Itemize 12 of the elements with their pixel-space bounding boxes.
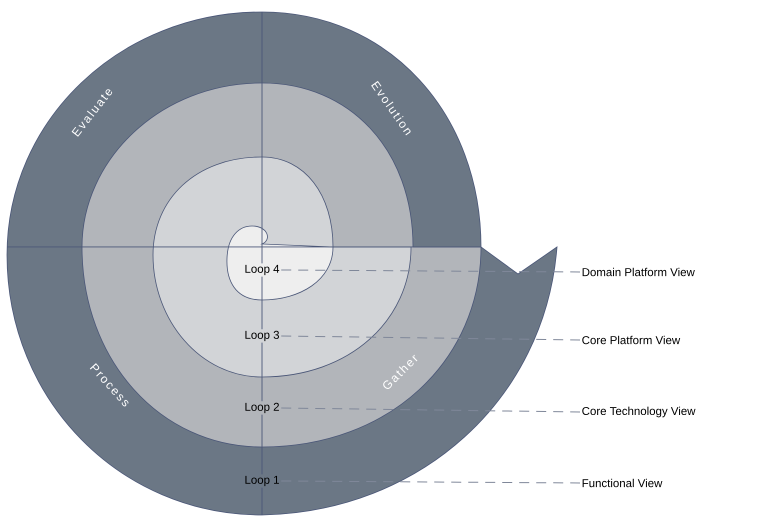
- loop-label: Loop 1: [242, 474, 282, 488]
- leader-line: [280, 480, 580, 484]
- view-label: Domain Platform View: [582, 268, 695, 276]
- leader-line: [280, 335, 580, 340]
- leader-line: [280, 407, 580, 412]
- view-label: Core Platform View: [582, 336, 680, 344]
- loop-label: Loop 4: [242, 263, 282, 277]
- leader-line: [280, 269, 580, 272]
- loop-label: Loop 2: [242, 401, 282, 415]
- view-label: Functional View: [582, 478, 662, 488]
- loop-label: Loop 3: [242, 329, 282, 343]
- view-label: Core Technology View: [582, 406, 696, 418]
